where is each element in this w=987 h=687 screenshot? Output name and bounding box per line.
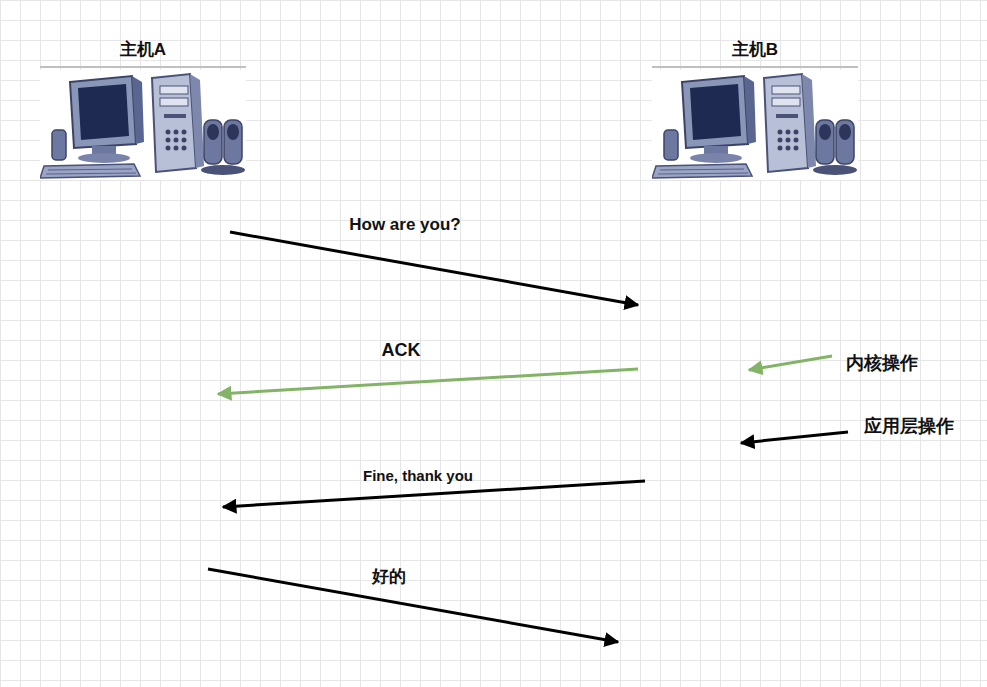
message-label: ACK <box>382 340 421 361</box>
message-label: 好的 <box>372 565 406 588</box>
callout-label: 内核操作 <box>846 351 918 375</box>
message-label: How are you? <box>349 215 460 235</box>
message-arrow <box>223 481 645 507</box>
computer-icon <box>652 70 858 180</box>
message-arrow <box>230 232 638 305</box>
host-node: 主机A <box>40 38 246 180</box>
host-title: 主机B <box>652 38 858 68</box>
computer-icon <box>40 70 246 180</box>
leader-arrow <box>741 432 848 443</box>
message-label: Fine, thank you <box>363 467 473 484</box>
callout-label: 应用层操作 <box>864 414 954 438</box>
ack-arrow <box>218 369 638 394</box>
leader-arrow <box>749 356 832 370</box>
host-title: 主机A <box>40 38 246 68</box>
host-node: 主机B <box>652 38 858 180</box>
message-arrow <box>208 569 618 642</box>
